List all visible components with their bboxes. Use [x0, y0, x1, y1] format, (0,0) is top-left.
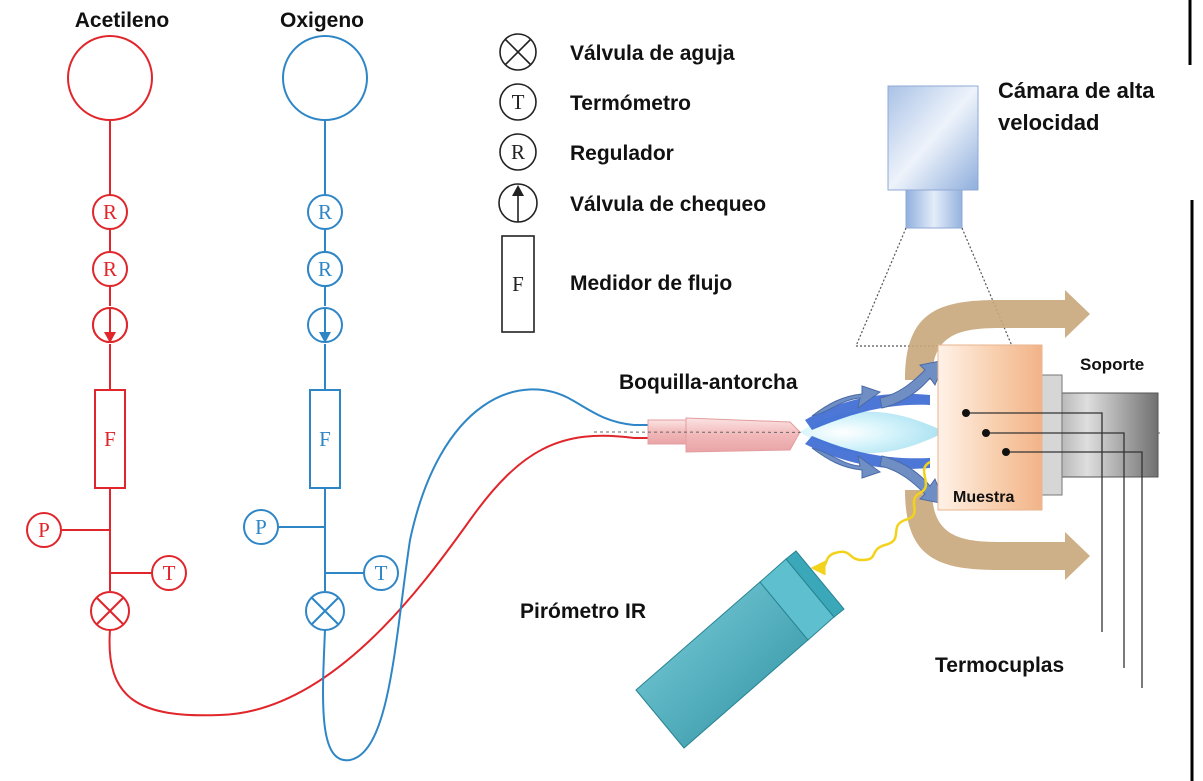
support-plate — [1039, 374, 1063, 496]
legend-label-regulator: Regulador — [570, 142, 674, 165]
oxygen-thermometer: T — [363, 555, 399, 591]
acetylene-regulator-1: R — [92, 251, 128, 287]
acetylene-cylinder — [67, 35, 153, 121]
acetylene-pressure-gauge: P — [26, 512, 62, 548]
ir-radiation-wave — [810, 460, 931, 576]
oxygen-check-valve-main — [307, 307, 343, 343]
check-valve-icon — [498, 183, 538, 223]
flow-meter-symbol: F — [319, 427, 331, 451]
regulator-icon: R — [499, 133, 537, 171]
thermocouple-tips — [962, 409, 1010, 456]
pressure-symbol: P — [38, 518, 50, 542]
thermometer-icon: T — [499, 83, 537, 121]
pyrometer-label: Pirómetro IR — [520, 600, 646, 623]
oxygen-pressure-gauge: P — [243, 509, 279, 545]
thermocouples-label: Termocuplas — [935, 654, 1064, 677]
acetylene-hose — [108, 434, 635, 717]
legend-label-thermometer: Termómetro — [570, 92, 691, 115]
oxygen-needle-valve — [305, 591, 345, 631]
legend-label-needle-valve: Válvula de aguja — [570, 42, 735, 65]
nozzle-label: Boquilla-antorcha — [619, 371, 798, 394]
pressure-symbol: P — [255, 515, 267, 539]
needle-valve-icon — [499, 33, 537, 71]
thermometer-symbol: T — [163, 561, 176, 585]
regulator-symbol: R — [103, 200, 117, 224]
thermocouples — [966, 412, 1143, 688]
oxygen-hose — [322, 388, 635, 762]
acetylene-thermometer: T — [151, 555, 187, 591]
flame — [800, 359, 946, 505]
legend-label-flow-meter: Medidor de flujo — [570, 272, 732, 295]
flow-meter-legend-symbol: F — [512, 272, 524, 296]
oxygen-line — [278, 35, 635, 762]
regulator-symbol: R — [103, 257, 117, 281]
regulator-symbol: R — [318, 257, 332, 281]
acetylene-needle-valve — [90, 591, 130, 631]
flow-meter-symbol: F — [104, 427, 116, 451]
sample-holder — [1039, 374, 1159, 496]
camera-label-line1: Cámara de alta — [998, 78, 1155, 103]
legend-label-check-valve: Válvula de chequeo — [570, 193, 766, 216]
oxygen-regulator-lower: R — [307, 251, 343, 287]
regulator-symbol: R — [318, 200, 332, 224]
oxygen-flow-meter: F — [309, 389, 341, 489]
thermometer-symbol: T — [375, 561, 388, 585]
oxygen-cylinder — [282, 35, 368, 121]
acetylene-flow-meter: F — [94, 389, 126, 489]
flow-meter-icon: F — [501, 235, 535, 333]
oxygen-regulator-upper: R — [307, 194, 343, 230]
thermometer-legend-symbol: T — [512, 90, 525, 114]
acetylene-regulator-upper: R — [92, 194, 128, 230]
ir-pyrometer — [635, 550, 845, 749]
high-speed-camera — [855, 85, 1013, 347]
sample-block — [937, 344, 1043, 511]
exhaust-flow-arrows — [905, 290, 1090, 580]
sample-label: Muestra — [953, 489, 1014, 506]
acetylene-label: Acetileno — [75, 9, 170, 32]
acetylene-check-valve-main — [92, 307, 128, 343]
camera-label-line2: velocidad — [998, 110, 1099, 135]
regulator-legend-symbol: R — [511, 140, 525, 164]
support-label: Soporte — [1080, 355, 1144, 374]
oxygen-label: Oxigeno — [280, 9, 364, 32]
legend: Válvula de aguja T Termómetro R Regulado… — [498, 33, 766, 333]
